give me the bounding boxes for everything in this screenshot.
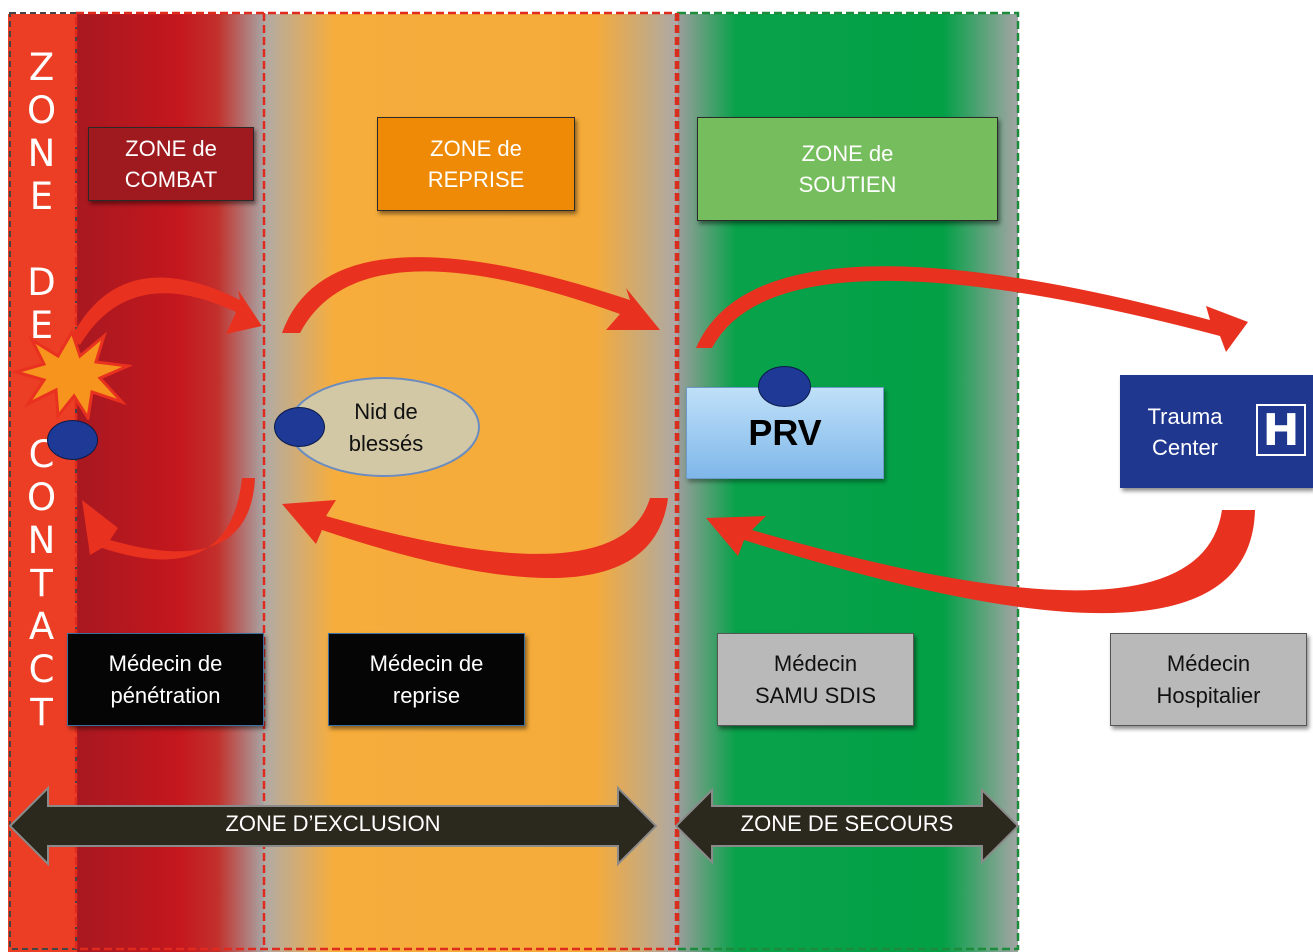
arrow-combat-top [70, 277, 262, 345]
secours-double-arrow [674, 787, 1020, 865]
arrow-reprise-bottom [282, 498, 668, 579]
explosion-icon [12, 328, 132, 420]
doctor-reprise-box: Médecin de reprise [328, 633, 525, 726]
trauma-center-box [1120, 375, 1313, 488]
arrow-soutien-top [696, 266, 1248, 352]
casualty-dot-icon [758, 366, 811, 407]
arrow-soutien-bottom [706, 510, 1255, 614]
doctor-penetration-box: Médecin de pénétration [67, 633, 264, 726]
trauma-center-label: Trauma Center [1147, 404, 1223, 460]
casualty-dot-icon [47, 420, 98, 460]
casualty-dot-icon [274, 407, 325, 447]
exclusion-zone-label: ZONE D’EXCLUSION [225, 811, 441, 836]
zone-soutien-box: ZONE de SOUTIEN [697, 117, 998, 221]
exclusion-double-arrow [8, 785, 658, 867]
doctor-samu-box: Médecin SAMU SDIS [717, 633, 914, 726]
hospital-h-icon: H [1256, 404, 1306, 456]
zone-reprise-box: ZONE de REPRISE [377, 117, 575, 211]
secours-zone-label: ZONE DE SECOURS [740, 811, 954, 836]
doctor-hospital-box: Médecin Hospitalier [1110, 633, 1307, 726]
arrow-reprise-top [282, 257, 660, 333]
contact-zone-label: Z O N E D E C O N T A C T [26, 46, 59, 734]
zone-combat-box: ZONE de COMBAT [88, 127, 254, 201]
wounded-nest-label: Nid de blessés [348, 399, 424, 456]
exclusion-zone-outline [74, 11, 678, 951]
prv-box: PRV [686, 387, 884, 479]
